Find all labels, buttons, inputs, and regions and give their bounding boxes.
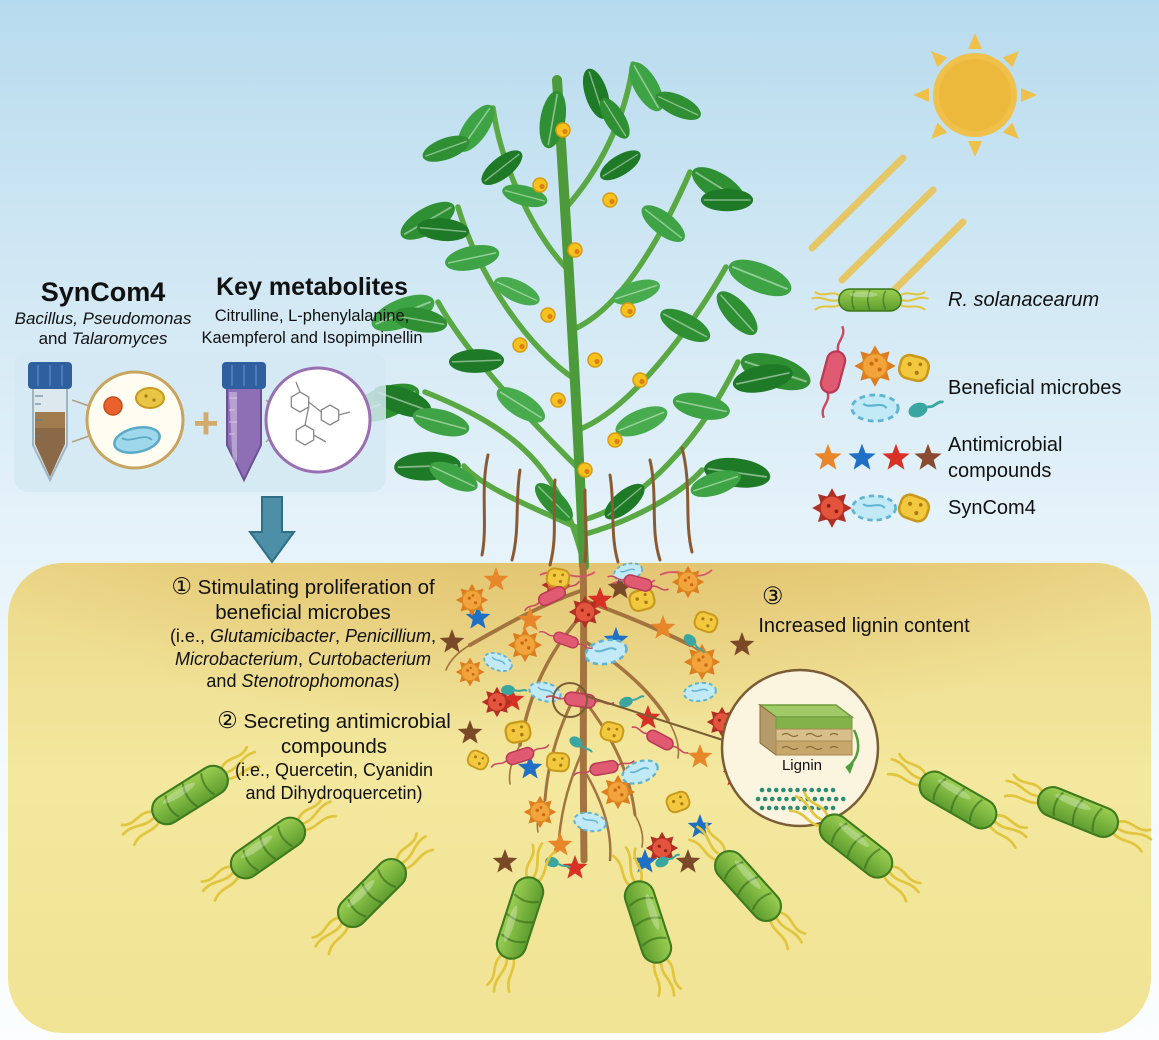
syncom-subtitle: Bacillus, Pseudomonas and Talaromyces xyxy=(14,309,192,349)
metabolite-tube-icon xyxy=(222,362,266,483)
legend-label-beneficial: Beneficial microbes xyxy=(948,377,1122,399)
r-solanacearum-icon xyxy=(811,288,929,312)
microbe-swarm xyxy=(439,559,761,879)
syncom-metabolite-panel xyxy=(14,352,386,564)
metabolites-subtitle: Citrulline, L-phenylalanine, Kaempferol … xyxy=(201,307,423,348)
soil-tube-icon xyxy=(28,362,72,483)
metabolites-title: Key metabolites xyxy=(216,273,408,301)
down-arrow-icon xyxy=(248,496,296,564)
syncom-title: SynCom4 xyxy=(40,277,166,307)
metabolite-structures-circle xyxy=(264,366,372,474)
legend-label-r-solanacearum: R. solanacearum xyxy=(948,289,1100,311)
sun-icon xyxy=(808,33,1037,310)
annotation-point1: ① Stimulating proliferation of beneficia… xyxy=(169,573,437,692)
legend-label-antimicrobial: Antimicrobial compounds xyxy=(948,434,1063,482)
annotation-point2: ② Secreting antimicrobial compounds (i.e… xyxy=(217,707,451,803)
annotation-point3: ③ Increased lignin content xyxy=(758,583,970,637)
plant-illustration xyxy=(344,56,816,571)
plus-sign: + xyxy=(193,399,219,448)
antimicrobial-star-icons xyxy=(814,443,942,470)
legend-icons xyxy=(811,288,947,529)
lignin-callout xyxy=(552,668,880,828)
peg-strings xyxy=(480,446,694,570)
syncom4-icons xyxy=(811,487,933,529)
syncom-microbes-circle xyxy=(71,370,185,470)
lignin-label: Lignin xyxy=(781,757,823,774)
legend-label-syncom4: SynCom4 xyxy=(948,497,1036,519)
lignin-layers-icon xyxy=(755,704,860,811)
sun-rays-icon xyxy=(808,154,967,310)
beneficial-microbes-icons xyxy=(811,323,947,423)
